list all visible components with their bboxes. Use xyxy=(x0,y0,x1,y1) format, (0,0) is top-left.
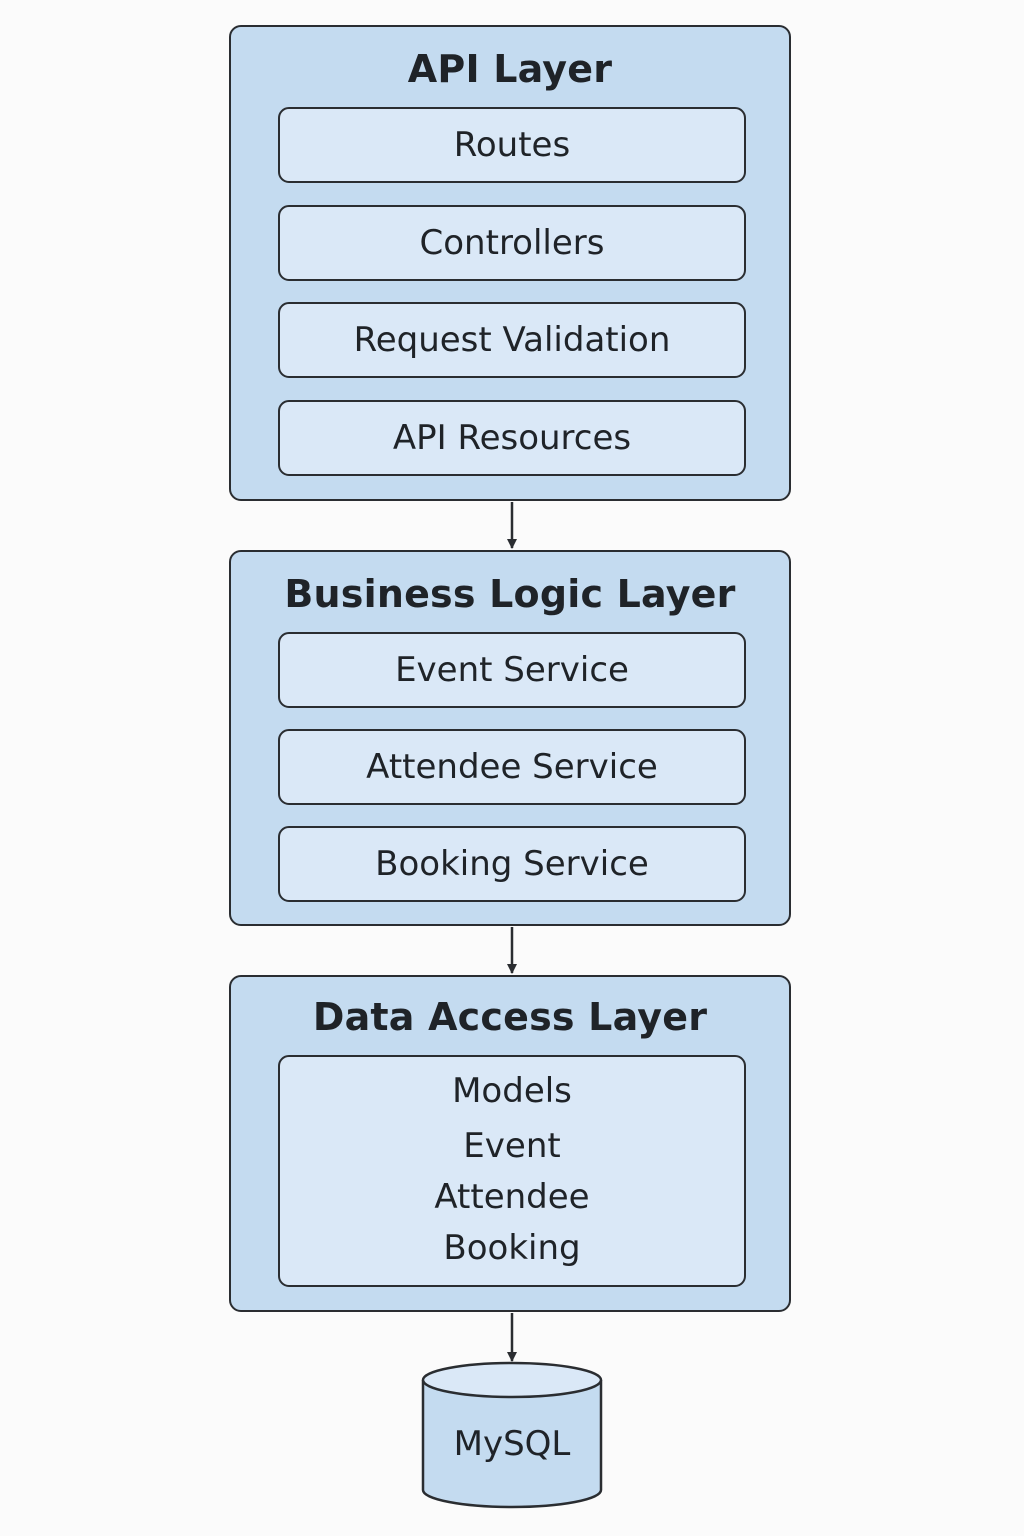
models-heading: Models xyxy=(452,1071,572,1111)
api-resources-box: API Resources xyxy=(278,400,746,476)
data-access-layer-title: Data Access Layer xyxy=(312,995,708,1039)
booking-service-box: Booking Service xyxy=(278,826,746,902)
event-service-box: Event Service xyxy=(278,632,746,708)
controllers-box: Controllers xyxy=(278,205,746,281)
models-box: Models Event Attendee Booking xyxy=(278,1055,746,1287)
request-validation-box: Request Validation xyxy=(278,302,746,378)
attendee-service-box: Attendee Service xyxy=(278,729,746,805)
business-logic-layer: Business Logic Layer Event Service Atten… xyxy=(229,550,791,926)
model-event: Event xyxy=(463,1126,561,1166)
model-booking: Booking xyxy=(443,1228,581,1268)
business-logic-layer-title: Business Logic Layer xyxy=(284,572,736,616)
model-attendee: Attendee xyxy=(434,1177,590,1217)
mysql-label: MySQL xyxy=(453,1424,571,1464)
database-cylinder-icon xyxy=(421,1361,603,1509)
api-layer: API Layer Routes Controllers Request Val… xyxy=(229,25,791,501)
data-access-layer: Data Access Layer Models Event Attendee … xyxy=(229,975,791,1312)
api-layer-title: API Layer xyxy=(407,47,613,91)
routes-box: Routes xyxy=(278,107,746,183)
